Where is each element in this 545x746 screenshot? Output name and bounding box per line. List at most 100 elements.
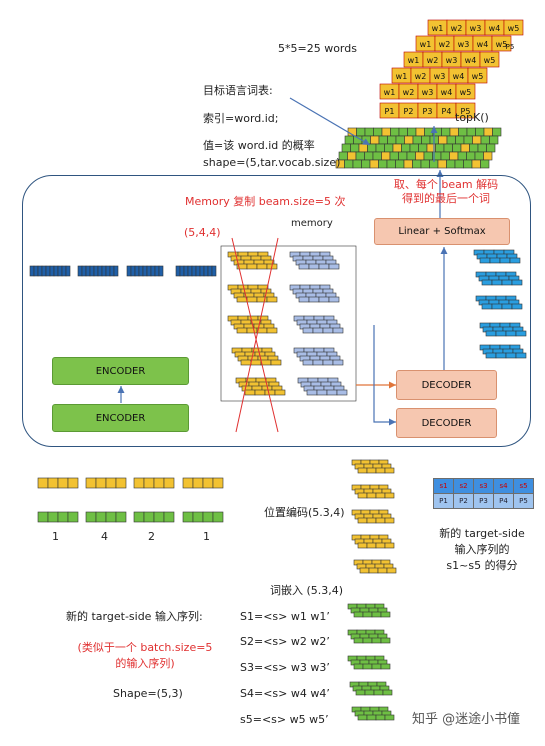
vocab-cell [409, 143, 419, 153]
embedding-cell [380, 611, 391, 618]
word-cell-label: w1 [384, 88, 396, 97]
input-token-cell [105, 477, 117, 489]
positional-cell [366, 492, 377, 499]
prob-cell: P4 [493, 493, 514, 509]
input-token-cell [115, 511, 127, 523]
memory-copy-cell [274, 389, 286, 396]
vocab-cell [395, 135, 405, 145]
embedding-cell [362, 637, 373, 644]
vocab-pointer-arrow [289, 97, 371, 146]
prob-cell [455, 102, 476, 119]
word-cell [455, 83, 476, 100]
input-token-cell [47, 477, 59, 489]
input-token-cell [202, 511, 214, 523]
new-seq-note: (类似于一个 batch.size=5 的输入序列) [77, 641, 213, 670]
sequence-4: S4=<s> w4 w4’ [240, 687, 330, 700]
embedding-cell [371, 637, 382, 644]
positional-cell [384, 542, 395, 549]
memory-copy-cell [266, 296, 278, 303]
memory-cell [336, 389, 348, 396]
new-seq-title: 新的 target-side 输入序列: [66, 610, 203, 623]
vocab-cell [367, 143, 377, 153]
word-cell-label: w4 [477, 40, 489, 49]
embedding-cell [353, 663, 364, 670]
positional-cell [366, 517, 377, 524]
top-count-label: 5*5=25 words [278, 42, 357, 55]
input-token-cell [153, 477, 165, 489]
positional-cell [384, 467, 395, 474]
positional-encoding-label: 位置编码(5.3,4) [264, 506, 345, 519]
embedding-cell [371, 663, 382, 670]
vocab-cell [347, 151, 357, 161]
encoder-output-cell [65, 265, 71, 277]
vocab-cell [452, 143, 462, 153]
memory-cell [328, 263, 340, 270]
watermark: 知乎 @迷途小书僮 [412, 712, 521, 727]
vocab-cell [392, 143, 402, 153]
word-cell-label: w3 [434, 72, 446, 81]
seq-number-4: 1 [203, 530, 210, 543]
input-token-cell [67, 511, 79, 523]
embedding-cell [364, 689, 375, 696]
vocab-cell [418, 143, 428, 153]
input-token-cell [182, 511, 194, 523]
word-cell-label: w2 [451, 24, 463, 33]
vocab-cell [401, 143, 411, 153]
vocab-cell [443, 143, 453, 153]
word-cell-label: w4 [489, 24, 501, 33]
score-cell: s1 [433, 478, 454, 494]
positional-cell [366, 542, 377, 549]
vocab-cell [364, 127, 374, 137]
embedding-cell [384, 714, 395, 721]
vocab-cell [395, 159, 405, 169]
vocab-cell [407, 127, 417, 137]
prob-cell-label: P1 [385, 107, 395, 116]
word-cell-label: w4 [453, 72, 465, 81]
input-token-cell [95, 477, 107, 489]
decoder-output-cell [509, 257, 521, 264]
vocab-cell [381, 127, 391, 137]
vocab-cell [472, 135, 482, 145]
vocab-cell [466, 151, 476, 161]
prob-partial-label: P5 [506, 43, 515, 51]
word-cell-label: w3 [422, 88, 434, 97]
input-token-cell [57, 511, 69, 523]
positional-cell [357, 467, 368, 474]
word-cell [491, 35, 512, 52]
word-cell [479, 51, 500, 68]
encoder-output-cell [211, 265, 217, 277]
word-cell-label: w1 [420, 40, 432, 49]
embedding-cell [353, 611, 364, 618]
new-seq-shape: Shape=(5,3) [113, 687, 183, 700]
score-cell: s4 [493, 478, 514, 494]
input-token-cell [57, 477, 69, 489]
input-token-cell [202, 477, 214, 489]
vocab-cell [398, 127, 408, 137]
vocab-cell [489, 135, 499, 145]
score-cell: s5 [513, 478, 534, 494]
input-token-cell [37, 511, 49, 523]
input-token-cell [105, 511, 117, 523]
vocab-cell [474, 151, 484, 161]
vocab-cell [352, 159, 362, 169]
vocab-cell [387, 135, 397, 145]
memory-box [220, 245, 357, 402]
vocab-cell [344, 159, 354, 169]
word-cell-label: w5 [508, 24, 520, 33]
vocab-cell [438, 135, 448, 145]
word-cell-label: w5 [484, 56, 496, 65]
input-token-cell [85, 511, 97, 523]
word-cell-label: w1 [408, 56, 420, 65]
input-token-cell [212, 511, 224, 523]
vocab-title: 目标语言词表: [203, 84, 273, 97]
vocab-cell [455, 135, 465, 145]
positional-cell [375, 492, 386, 499]
input-token-cell [212, 477, 224, 489]
input-token-cell [163, 511, 175, 523]
vocab-cell [475, 127, 485, 137]
vocab-cell [420, 159, 430, 169]
sequence-5: s5=<s> w5 w5’ [240, 713, 329, 726]
encoder-block-bottom: ENCODER [52, 404, 189, 432]
embedding-cell [353, 637, 364, 644]
